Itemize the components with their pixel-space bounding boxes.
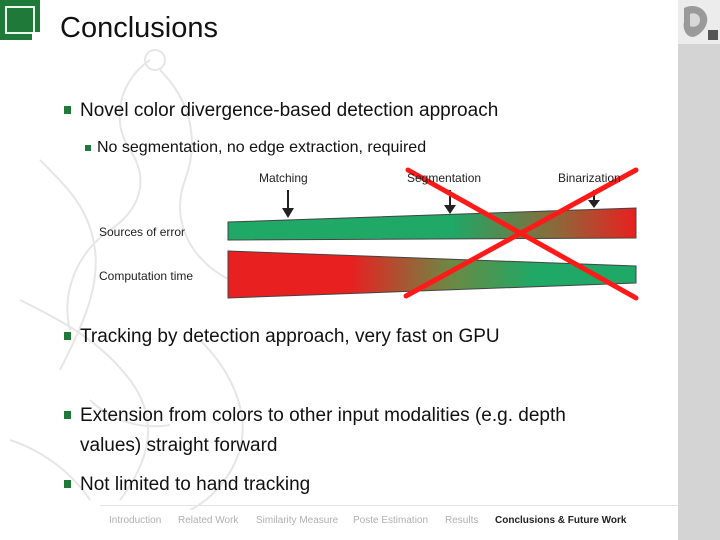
bullet-marker-icon bbox=[64, 106, 71, 114]
nav-results[interactable]: Results bbox=[445, 515, 479, 526]
stage-label-matching: Matching bbox=[259, 171, 308, 185]
bullet-tracking-by-detection: Tracking by detection approach, very fas… bbox=[64, 322, 500, 352]
sub-bullet-no-segmentation: No segmentation, no edge extraction, req… bbox=[85, 139, 426, 157]
nav-conclusions-future-work[interactable]: Conclusions & Future Work bbox=[495, 515, 627, 526]
background-sketch bbox=[9, 49, 244, 510]
bullet-not-limited: Not limited to hand tracking bbox=[64, 470, 310, 500]
row-label-sources-of-error: Sources of error bbox=[99, 225, 186, 239]
arrow-matching-icon bbox=[282, 190, 294, 218]
bullet-extension-modalities: Extension from colors to other input mod… bbox=[64, 401, 640, 461]
bullet-detection-approach: Novel color divergence-based detection a… bbox=[64, 96, 498, 126]
sub-bullet-marker-icon bbox=[85, 145, 91, 151]
error-bar bbox=[227, 207, 637, 241]
nav-similarity-measure[interactable]: Similarity Measure bbox=[256, 515, 339, 526]
nav-introduction[interactable]: Introduction bbox=[109, 515, 162, 526]
nav-related-work[interactable]: Related Work bbox=[178, 515, 239, 526]
nav-poste-estimation[interactable]: Poste Estimation bbox=[353, 515, 429, 526]
time-bar bbox=[227, 250, 637, 299]
stage-label-segmentation: Segmentation bbox=[407, 171, 482, 185]
stage-label-binarization: Binarization bbox=[558, 171, 621, 185]
bullet-marker-icon bbox=[64, 332, 71, 340]
logo-emblem-icon bbox=[5, 6, 35, 34]
row-label-computation-time: Computation time bbox=[99, 269, 194, 283]
right-sidebar-strip bbox=[678, 0, 720, 540]
slide-title: Conclusions bbox=[60, 12, 218, 44]
university-logo bbox=[0, 0, 40, 40]
bullet-marker-icon bbox=[64, 411, 71, 419]
footer-divider bbox=[100, 505, 678, 506]
bullet-marker-icon bbox=[64, 480, 71, 488]
corner-image bbox=[678, 0, 720, 44]
cross-out-icon bbox=[403, 167, 639, 301]
